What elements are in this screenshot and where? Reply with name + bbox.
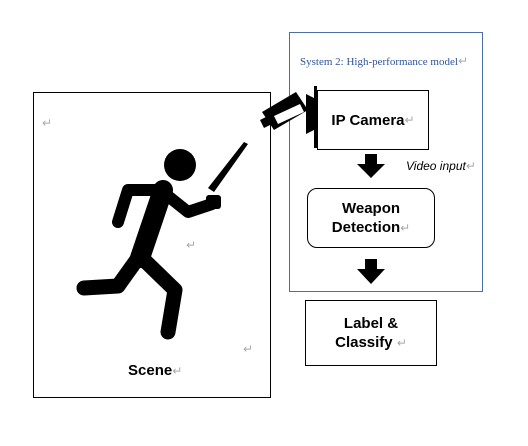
- return-mark: ↵: [186, 238, 197, 252]
- return-mark: ↵: [457, 54, 468, 68]
- arrow-down-icon: [357, 259, 385, 284]
- ip-camera-node: IP Camera↵: [317, 90, 429, 150]
- scene-box: [33, 92, 271, 398]
- arrow-down-icon: [357, 154, 385, 178]
- return-mark: ↵: [404, 112, 415, 127]
- system-label: System 2: High-performance model↵: [300, 54, 468, 68]
- return-mark: ↵: [396, 335, 407, 350]
- weapon-line-2: Detection: [331, 218, 401, 236]
- return-mark: ↵: [400, 220, 411, 235]
- return-mark: ↵: [42, 116, 53, 130]
- system-container: [289, 32, 483, 292]
- running-person-with-knife-icon: [76, 142, 248, 340]
- weapon-detection-node: Weapon Detection↵: [307, 188, 435, 248]
- cctv-camera-icon: [260, 86, 317, 148]
- label-line-2: Classify: [335, 333, 393, 351]
- weapon-line-1: Weapon: [341, 199, 401, 217]
- label-line-1: Label &: [343, 314, 399, 332]
- return-mark: ↵: [172, 364, 183, 378]
- label-classify-node: Label & Classify ↵: [305, 300, 437, 366]
- video-input-label: Video input↵: [406, 159, 476, 173]
- return-mark: ↵: [465, 159, 476, 173]
- return-mark: ↵: [243, 342, 254, 356]
- scene-label: Scene↵: [128, 362, 183, 379]
